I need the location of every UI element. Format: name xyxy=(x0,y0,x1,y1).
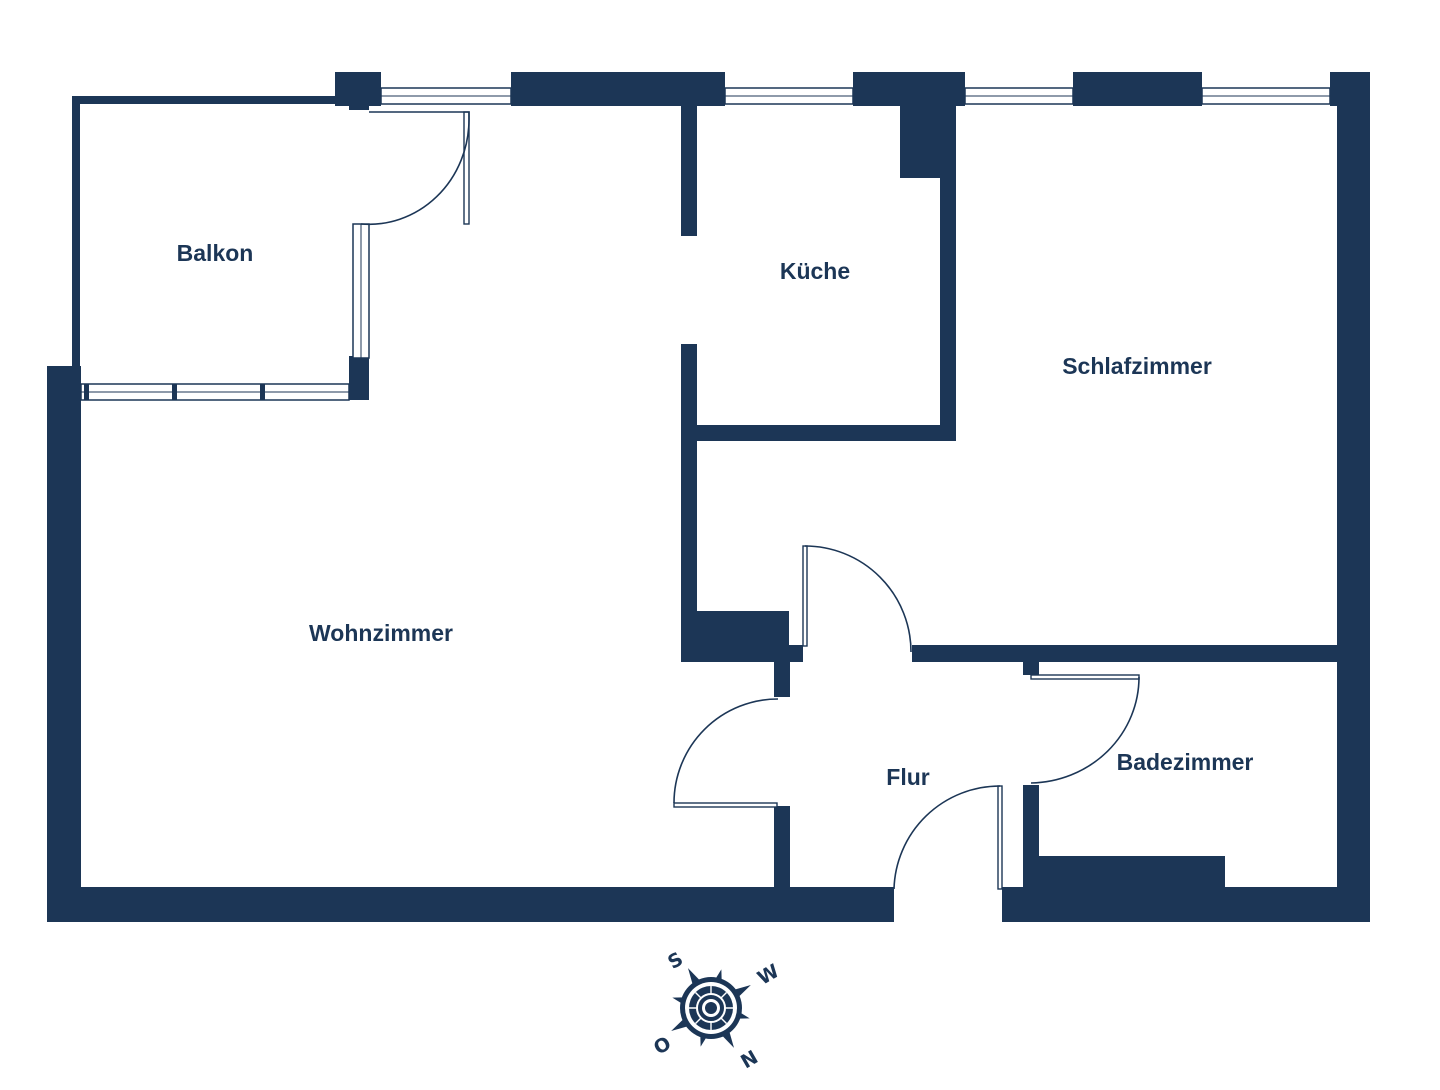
compass-icon xyxy=(671,968,751,1048)
wall-right xyxy=(1337,72,1370,922)
room-label-wohnzimmer: Wohnzimmer xyxy=(309,620,453,646)
kitchen-wall-left-upper xyxy=(681,100,697,236)
room-labels: Balkon Küche Schlafzimmer Wohnzimmer Flu… xyxy=(177,240,1254,790)
room-label-schlafzimmer: Schlafzimmer xyxy=(1062,353,1212,379)
balcony-glazing-bottom xyxy=(80,383,350,401)
wall-left xyxy=(47,366,81,922)
door-bathroom xyxy=(1030,674,1140,784)
interior-walls xyxy=(349,96,1370,906)
bath-wall-left-upper xyxy=(1023,645,1039,675)
kitchen-wall-right xyxy=(940,100,956,441)
flur-wall-top-right xyxy=(912,645,1370,662)
compass-letter-s: S xyxy=(664,948,687,974)
kitchen-wall-left-lower xyxy=(681,344,697,662)
balcony-wall-top xyxy=(72,96,338,104)
compass-letter-w: W xyxy=(754,960,783,990)
bath-block xyxy=(1023,856,1225,906)
compass-letter-n: N xyxy=(737,1046,762,1073)
window-top-3 xyxy=(964,87,1074,105)
flur-wall-top-left xyxy=(681,645,803,662)
windows xyxy=(80,87,1331,401)
door-entrance xyxy=(893,785,1003,890)
wall-top-pier-4 xyxy=(1073,72,1202,106)
window-top-1 xyxy=(380,87,512,105)
window-top-4 xyxy=(1201,87,1331,105)
room-label-kueche: Küche xyxy=(780,258,850,284)
compass-rose: S W O N xyxy=(650,948,783,1073)
room-label-badezimmer: Badezimmer xyxy=(1117,749,1254,775)
outer-walls xyxy=(47,72,1370,922)
kitchen-shaft xyxy=(900,100,956,178)
balcony-inner-corner xyxy=(349,356,369,400)
window-top-2 xyxy=(724,87,854,105)
kitchen-wall-bottom xyxy=(681,425,956,441)
door-living xyxy=(673,698,779,808)
flur-wall-left-upper xyxy=(774,645,790,697)
compass-letter-o: O xyxy=(650,1032,675,1059)
wall-bottom-left xyxy=(47,887,894,922)
balcony-inner-post xyxy=(349,96,369,110)
flur-wall-left-lower xyxy=(774,806,790,906)
door-balcony xyxy=(360,111,470,226)
room-label-flur: Flur xyxy=(886,764,929,790)
balcony-wall-left xyxy=(72,96,80,368)
room-label-balkon: Balkon xyxy=(177,240,254,266)
doors xyxy=(360,111,1140,890)
door-bedroom xyxy=(802,545,912,653)
balcony-glazing-side xyxy=(352,223,370,359)
